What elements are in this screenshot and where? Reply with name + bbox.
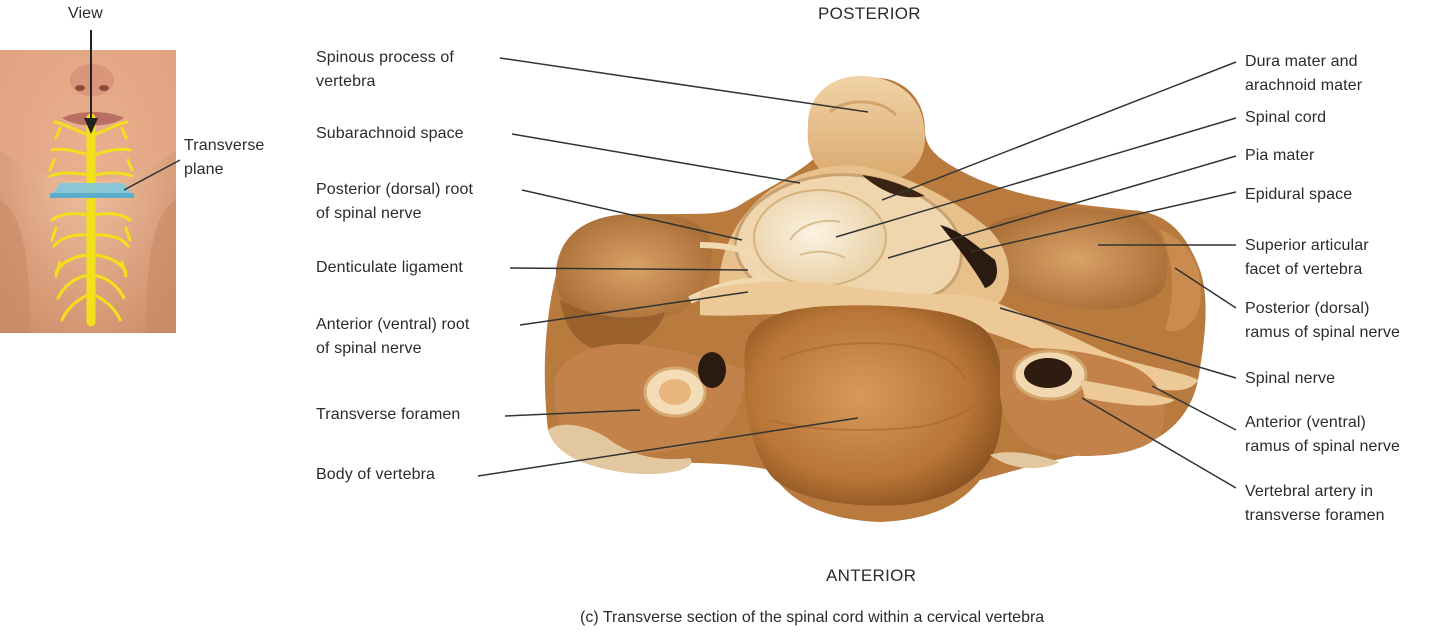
spinous-process [807,75,925,184]
label-superior-articular-facet: Superior articular facet of vertebra [1245,237,1369,278]
label-posterior-ramus: Posterior (dorsal) ramus of spinal nerve [1245,300,1401,341]
inset-spinal-cord [48,113,134,327]
label-anterior-ramus: Anterior (ventral) ramus of spinal nerve [1245,414,1401,455]
inset-plane-label: Transverse plane [184,137,265,178]
leader-lines [477,57,1237,489]
vertebral-artery [1024,358,1072,388]
label-spinous-process: Spinous process of vertebra [316,49,454,90]
vertebral-body [744,305,1003,506]
orientation-posterior: POSTERIOR [818,4,921,23]
leader-posterior-ramus [1174,267,1237,309]
leader-denticulate [509,267,749,271]
leader-subarachnoid [511,133,801,184]
spinal-cord [753,189,887,287]
label-transverse-foramen: Transverse foramen [316,406,461,423]
leader-spinous-process [499,57,869,113]
leader-anterior-ramus [1151,385,1237,431]
leader-epidural [969,191,1237,253]
leader-dura [881,61,1237,201]
left-articular-facet [555,213,712,322]
leader-transverse-foramen [504,409,641,417]
right-articular-facet [985,208,1168,310]
leader-pia [887,155,1237,259]
leader-posterior-root [521,189,743,241]
inset-view-arrowhead [84,118,98,134]
label-spinal-cord: Spinal cord [1245,109,1327,126]
inset-neck-illustration [0,30,181,333]
leader-anterior-root [519,291,749,326]
orientation-anterior: ANTERIOR [826,566,917,585]
leader-vertebral-artery [1081,397,1237,489]
leader-spinal-nerve [999,307,1237,379]
label-denticulate-ligament: Denticulate ligament [316,259,463,276]
inset-view-label: View [68,5,103,22]
label-dura-mater: Dura mater and arachnoid mater [1245,53,1363,94]
denticulate-ligament [699,242,757,258]
label-body-of-vertebra: Body of vertebra [316,466,435,483]
anterior-root [688,277,771,304]
leader-spinal-cord [835,117,1237,238]
epidural-space [940,225,997,288]
label-epidural-space: Epidural space [1245,186,1353,203]
leader-body [477,417,859,477]
vertebra-specimen [544,75,1206,522]
label-subarachnoid-space: Subarachnoid space [316,125,464,142]
label-anterior-root: Anterior (ventral) root of spinal nerve [316,316,470,357]
label-spinal-nerve: Spinal nerve [1245,370,1336,387]
label-pia-mater: Pia mater [1245,147,1315,164]
label-posterior-root: Posterior (dorsal) root of spinal nerve [316,181,474,222]
figure-caption: (c) Transverse section of the spinal cor… [580,609,1045,626]
label-vertebral-artery: Vertebral artery in transverse foramen [1245,483,1385,524]
